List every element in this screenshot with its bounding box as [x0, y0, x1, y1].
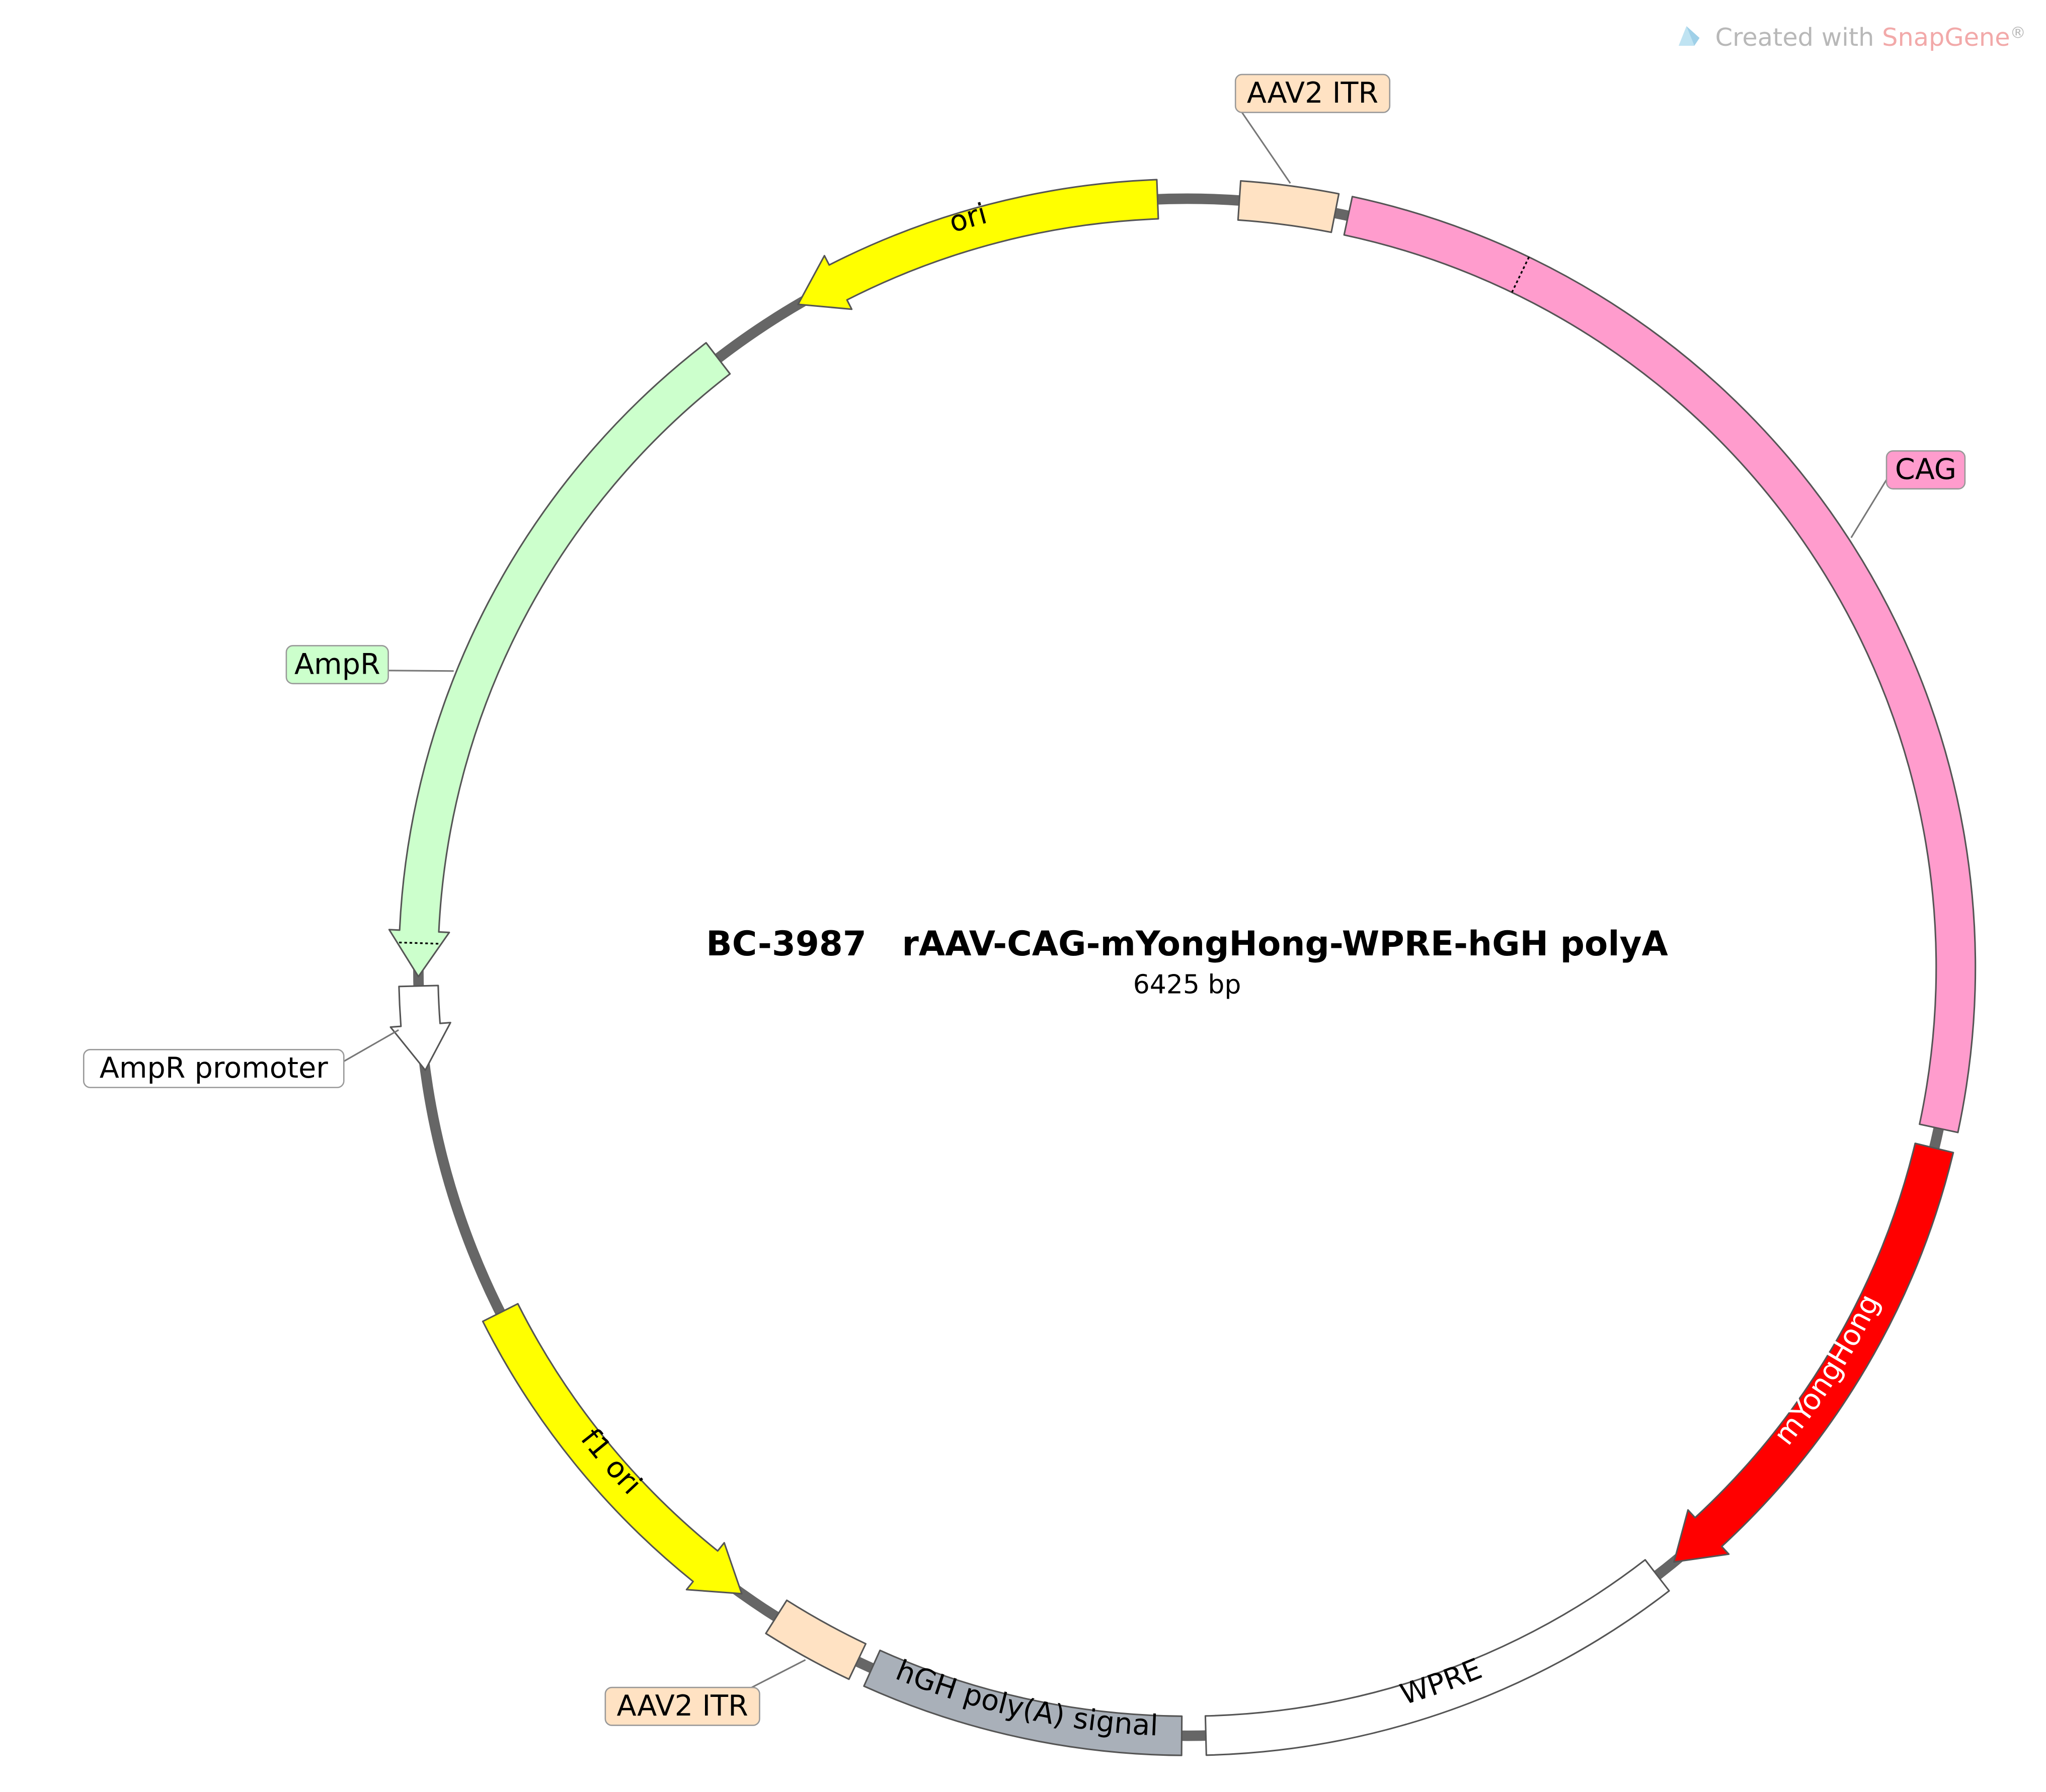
feature-ampr[interactable]: [388, 342, 731, 978]
feature-myonghong[interactable]: mYongHong: [1673, 1143, 1954, 1563]
snapgene-logo-icon: [1678, 26, 1700, 46]
callout-aav2-itr-bottom[interactable]: AAV2 ITR: [604, 1659, 806, 1726]
callout-label-ampr-promoter: AmpR promoter: [100, 1051, 329, 1085]
callouts-layer: AAV2 ITR CAG AAV2 ITR AmpR promoter AmpR: [83, 73, 1966, 1726]
feature-arrow-f1-ori[interactable]: [482, 1302, 743, 1595]
feature-arrow-myonghong[interactable]: [1673, 1143, 1954, 1563]
feature-arrow-ampr-promoter[interactable]: [389, 985, 451, 1071]
feature-divider-ampr: [399, 941, 439, 945]
feature-wpre[interactable]: WPRE: [1204, 1559, 1670, 1756]
callout-cag[interactable]: CAG: [1850, 450, 1966, 538]
feature-box-cag[interactable]: [1343, 196, 1977, 1133]
callout-leader-aav2-itr-top: [1241, 112, 1291, 184]
snapgene-watermark: Created with SnapGene®: [1678, 23, 2026, 52]
feature-box-wpre[interactable]: [1204, 1559, 1670, 1756]
plasmid-size: 6425 bp: [1133, 970, 1241, 1000]
callout-label-cag: CAG: [1895, 453, 1956, 486]
callout-label-aav2-itr-bottom: AAV2 ITR: [617, 1689, 748, 1723]
feature-aav2-itr-bottom[interactable]: [765, 1599, 867, 1680]
callout-leader-aav2-itr-bottom: [751, 1659, 806, 1688]
callout-box-cag: [1885, 450, 1966, 490]
feature-ampr-promoter[interactable]: [389, 985, 451, 1071]
feature-divider-cag: [1511, 257, 1530, 293]
callout-box-aav2-itr-bottom: [604, 1686, 760, 1726]
plasmid-name: BC-3987 rAAV-CAG-mYongHong-WPRE-hGH poly…: [706, 924, 1668, 963]
callout-aav2-itr-top[interactable]: AAV2 ITR: [1234, 73, 1391, 184]
feature-hgh-polya[interactable]: hGH poly(A) signal: [863, 1649, 1183, 1756]
watermark-text: Created with SnapGene®: [1715, 23, 2026, 52]
callout-leader-ampr-promoter: [343, 1029, 399, 1063]
watermark-suffix: ®: [2010, 24, 2026, 42]
callout-label-aav2-itr-top: AAV2 ITR: [1247, 76, 1378, 110]
feature-box-aav2-itr-top[interactable]: [1237, 180, 1340, 233]
feature-arrow-ori[interactable]: [797, 179, 1159, 310]
callout-box-ampr-promoter: [83, 1048, 345, 1088]
watermark-prefix: Created with: [1715, 23, 1882, 52]
feature-box-hgh-polya[interactable]: [863, 1649, 1183, 1756]
feature-aav2-itr-top[interactable]: [1237, 180, 1340, 233]
callout-box-aav2-itr-top: [1234, 73, 1391, 113]
feature-arrow-ampr[interactable]: [388, 342, 731, 978]
callout-box-ampr: [285, 645, 389, 685]
feature-ori[interactable]: ori: [797, 179, 1159, 310]
feature-box-aav2-itr-bottom[interactable]: [765, 1599, 867, 1680]
callout-label-ampr: AmpR: [294, 647, 380, 681]
callout-ampr-promoter[interactable]: AmpR promoter: [83, 1029, 399, 1088]
watermark-brand: SnapGene: [1882, 23, 2010, 52]
callout-leader-cag: [1850, 479, 1887, 538]
feature-cag[interactable]: [1343, 196, 1977, 1133]
callout-ampr[interactable]: AmpR: [285, 645, 454, 685]
feature-f1-ori[interactable]: f1 ori: [482, 1302, 743, 1595]
